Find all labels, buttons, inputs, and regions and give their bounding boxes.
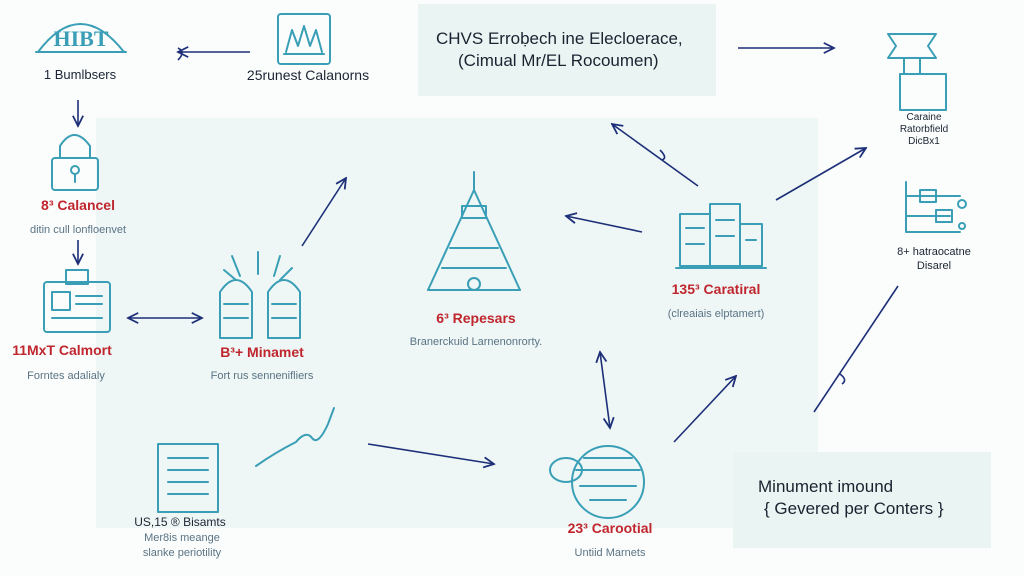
trophy-label-2: Ratorbfield <box>899 124 949 135</box>
building-subtitle: (clreaiais elptamert) <box>667 308 765 320</box>
list-subtitle-1: Mer8is meange <box>144 532 220 544</box>
footer-box <box>733 452 991 548</box>
footer-title: Minument imound <box>758 477 894 496</box>
trophy-icon <box>887 33 947 111</box>
globe-icon <box>549 445 645 519</box>
lock-title: 8³ Calancel <box>41 197 115 213</box>
header-box <box>418 4 716 96</box>
header-subtitle: (Cimual Mr/EL Rocoumen) <box>458 51 659 70</box>
network-label-2: Disarel <box>916 260 952 272</box>
trophy-label-1: Caraine <box>906 112 942 123</box>
arrow-building-trophy <box>775 148 866 201</box>
network-icon <box>905 181 967 233</box>
hibt-label: 1 Bumlbsers <box>43 67 117 82</box>
arrow-building-header <box>612 124 699 187</box>
chart-label: 25runest Calanorns <box>246 67 370 83</box>
tower-title: 6³ Repesars <box>436 310 516 326</box>
list-title: US,15 ® Bisamts <box>134 515 226 529</box>
doc-subtitle: Forntes adalialy <box>27 370 105 382</box>
network-label-1: 8+ hatraocatne <box>897 246 971 258</box>
document-icon <box>43 269 111 333</box>
arrow-building-globe <box>600 352 610 428</box>
arrow-mark <box>177 47 183 61</box>
arrow-list-globe <box>367 443 494 464</box>
tower-icon <box>427 171 521 291</box>
list-document-icon <box>157 443 219 513</box>
arrow-servers-up <box>301 178 346 247</box>
server-cabinets-icon <box>219 251 301 339</box>
arrow-mark-2 <box>659 149 666 161</box>
building-title: 135³ Caratiral <box>671 281 761 297</box>
hibt-logo-icon: HIBT <box>35 23 127 53</box>
squiggle-icon <box>255 407 335 467</box>
chart-frame-icon <box>277 13 331 65</box>
lock-subtitle: ditin cull lonfloenvet <box>29 224 127 236</box>
doc-title: 11MxT Calmort <box>12 342 112 358</box>
arrow-globe-building <box>673 376 736 443</box>
footer-subtitle: { Gevered per Conters } <box>764 499 944 518</box>
hibt-logo-text: HIBT <box>53 26 108 51</box>
globe-title: 23³ Carootial <box>567 520 653 536</box>
trophy-label-3: DicBx1 <box>908 136 940 147</box>
servers-subtitle: Fort rus sennenifliers <box>210 370 314 382</box>
lock-icon <box>51 134 99 191</box>
arrow-footer-network <box>813 285 899 413</box>
arrow-mark-3 <box>839 373 846 385</box>
building-icon <box>675 203 767 269</box>
servers-title: B³+ Minamet <box>220 344 304 360</box>
list-subtitle-2: slanke periotility <box>142 547 222 559</box>
globe-subtitle: Untiid Marnets <box>574 547 646 559</box>
arrow-building-tower <box>566 216 643 233</box>
header-title: CHVS Erroḅech ine Elecloerace, <box>436 29 683 48</box>
tower-subtitle: Branerckuid Larnenonrorty. <box>409 336 543 348</box>
